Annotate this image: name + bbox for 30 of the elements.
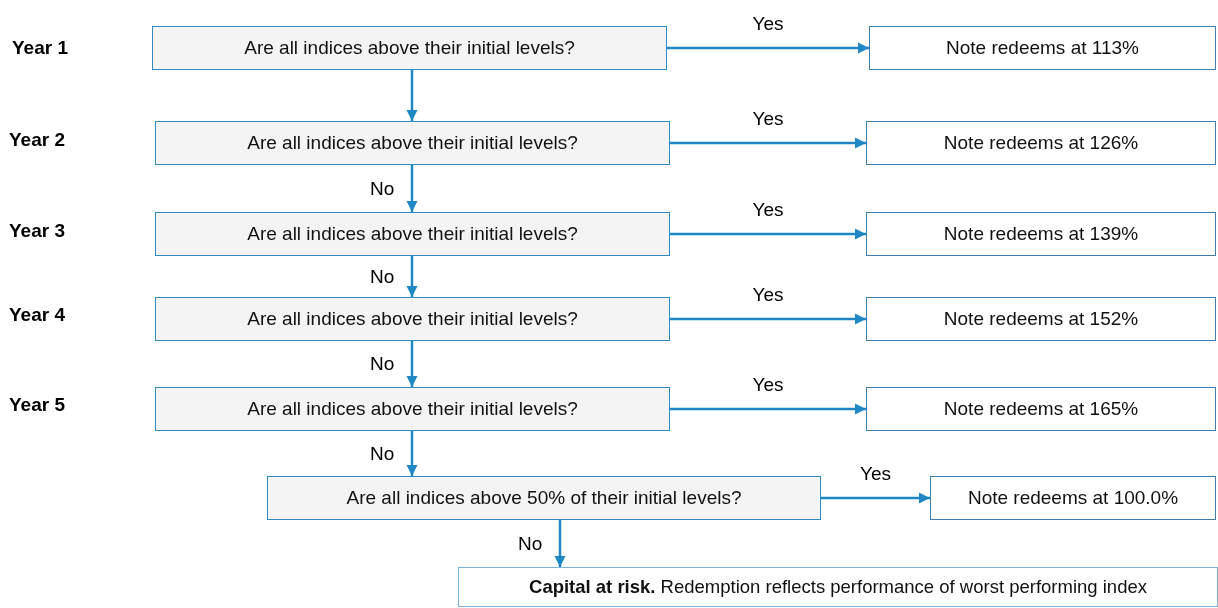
year-label: Year 1	[12, 37, 68, 59]
year-label: Year 5	[9, 394, 65, 416]
arrow	[670, 228, 866, 240]
year-label: Year 3	[9, 220, 65, 242]
question-box: Are all indices above their initial levels?	[155, 387, 670, 431]
result-box: Note redeems at 165%	[866, 387, 1216, 431]
year-label: Year 4	[9, 304, 65, 326]
arrow	[821, 492, 930, 504]
year-label: Year 2	[9, 129, 65, 151]
result-box: Note redeems at 152%	[866, 297, 1216, 341]
arrow	[667, 42, 869, 54]
outcome-box: Capital at risk. Redemption reflects performance of worst performing index	[458, 567, 1218, 607]
arrow	[670, 313, 866, 325]
arrow	[406, 256, 418, 297]
result-box: Note redeems at 126%	[866, 121, 1216, 165]
question-box: Are all indices above their initial levels?	[155, 212, 670, 256]
result-box: Note redeems at 139%	[866, 212, 1216, 256]
question-box: Are all indices above their initial levels?	[155, 121, 670, 165]
arrow	[406, 431, 418, 476]
question-box: Are all indices above their initial levels?	[155, 297, 670, 341]
result-box: Note redeems at 113%	[869, 26, 1216, 70]
arrow	[406, 70, 418, 121]
arrow	[406, 341, 418, 387]
question-box: Are all indices above 50% of their initial levels?	[267, 476, 821, 520]
question-box: Are all indices above their initial levels?	[152, 26, 667, 70]
result-box: Note redeems at 100.0%	[930, 476, 1216, 520]
arrow	[554, 520, 566, 567]
arrow	[670, 137, 866, 149]
arrow	[670, 403, 866, 415]
arrow	[406, 165, 418, 212]
